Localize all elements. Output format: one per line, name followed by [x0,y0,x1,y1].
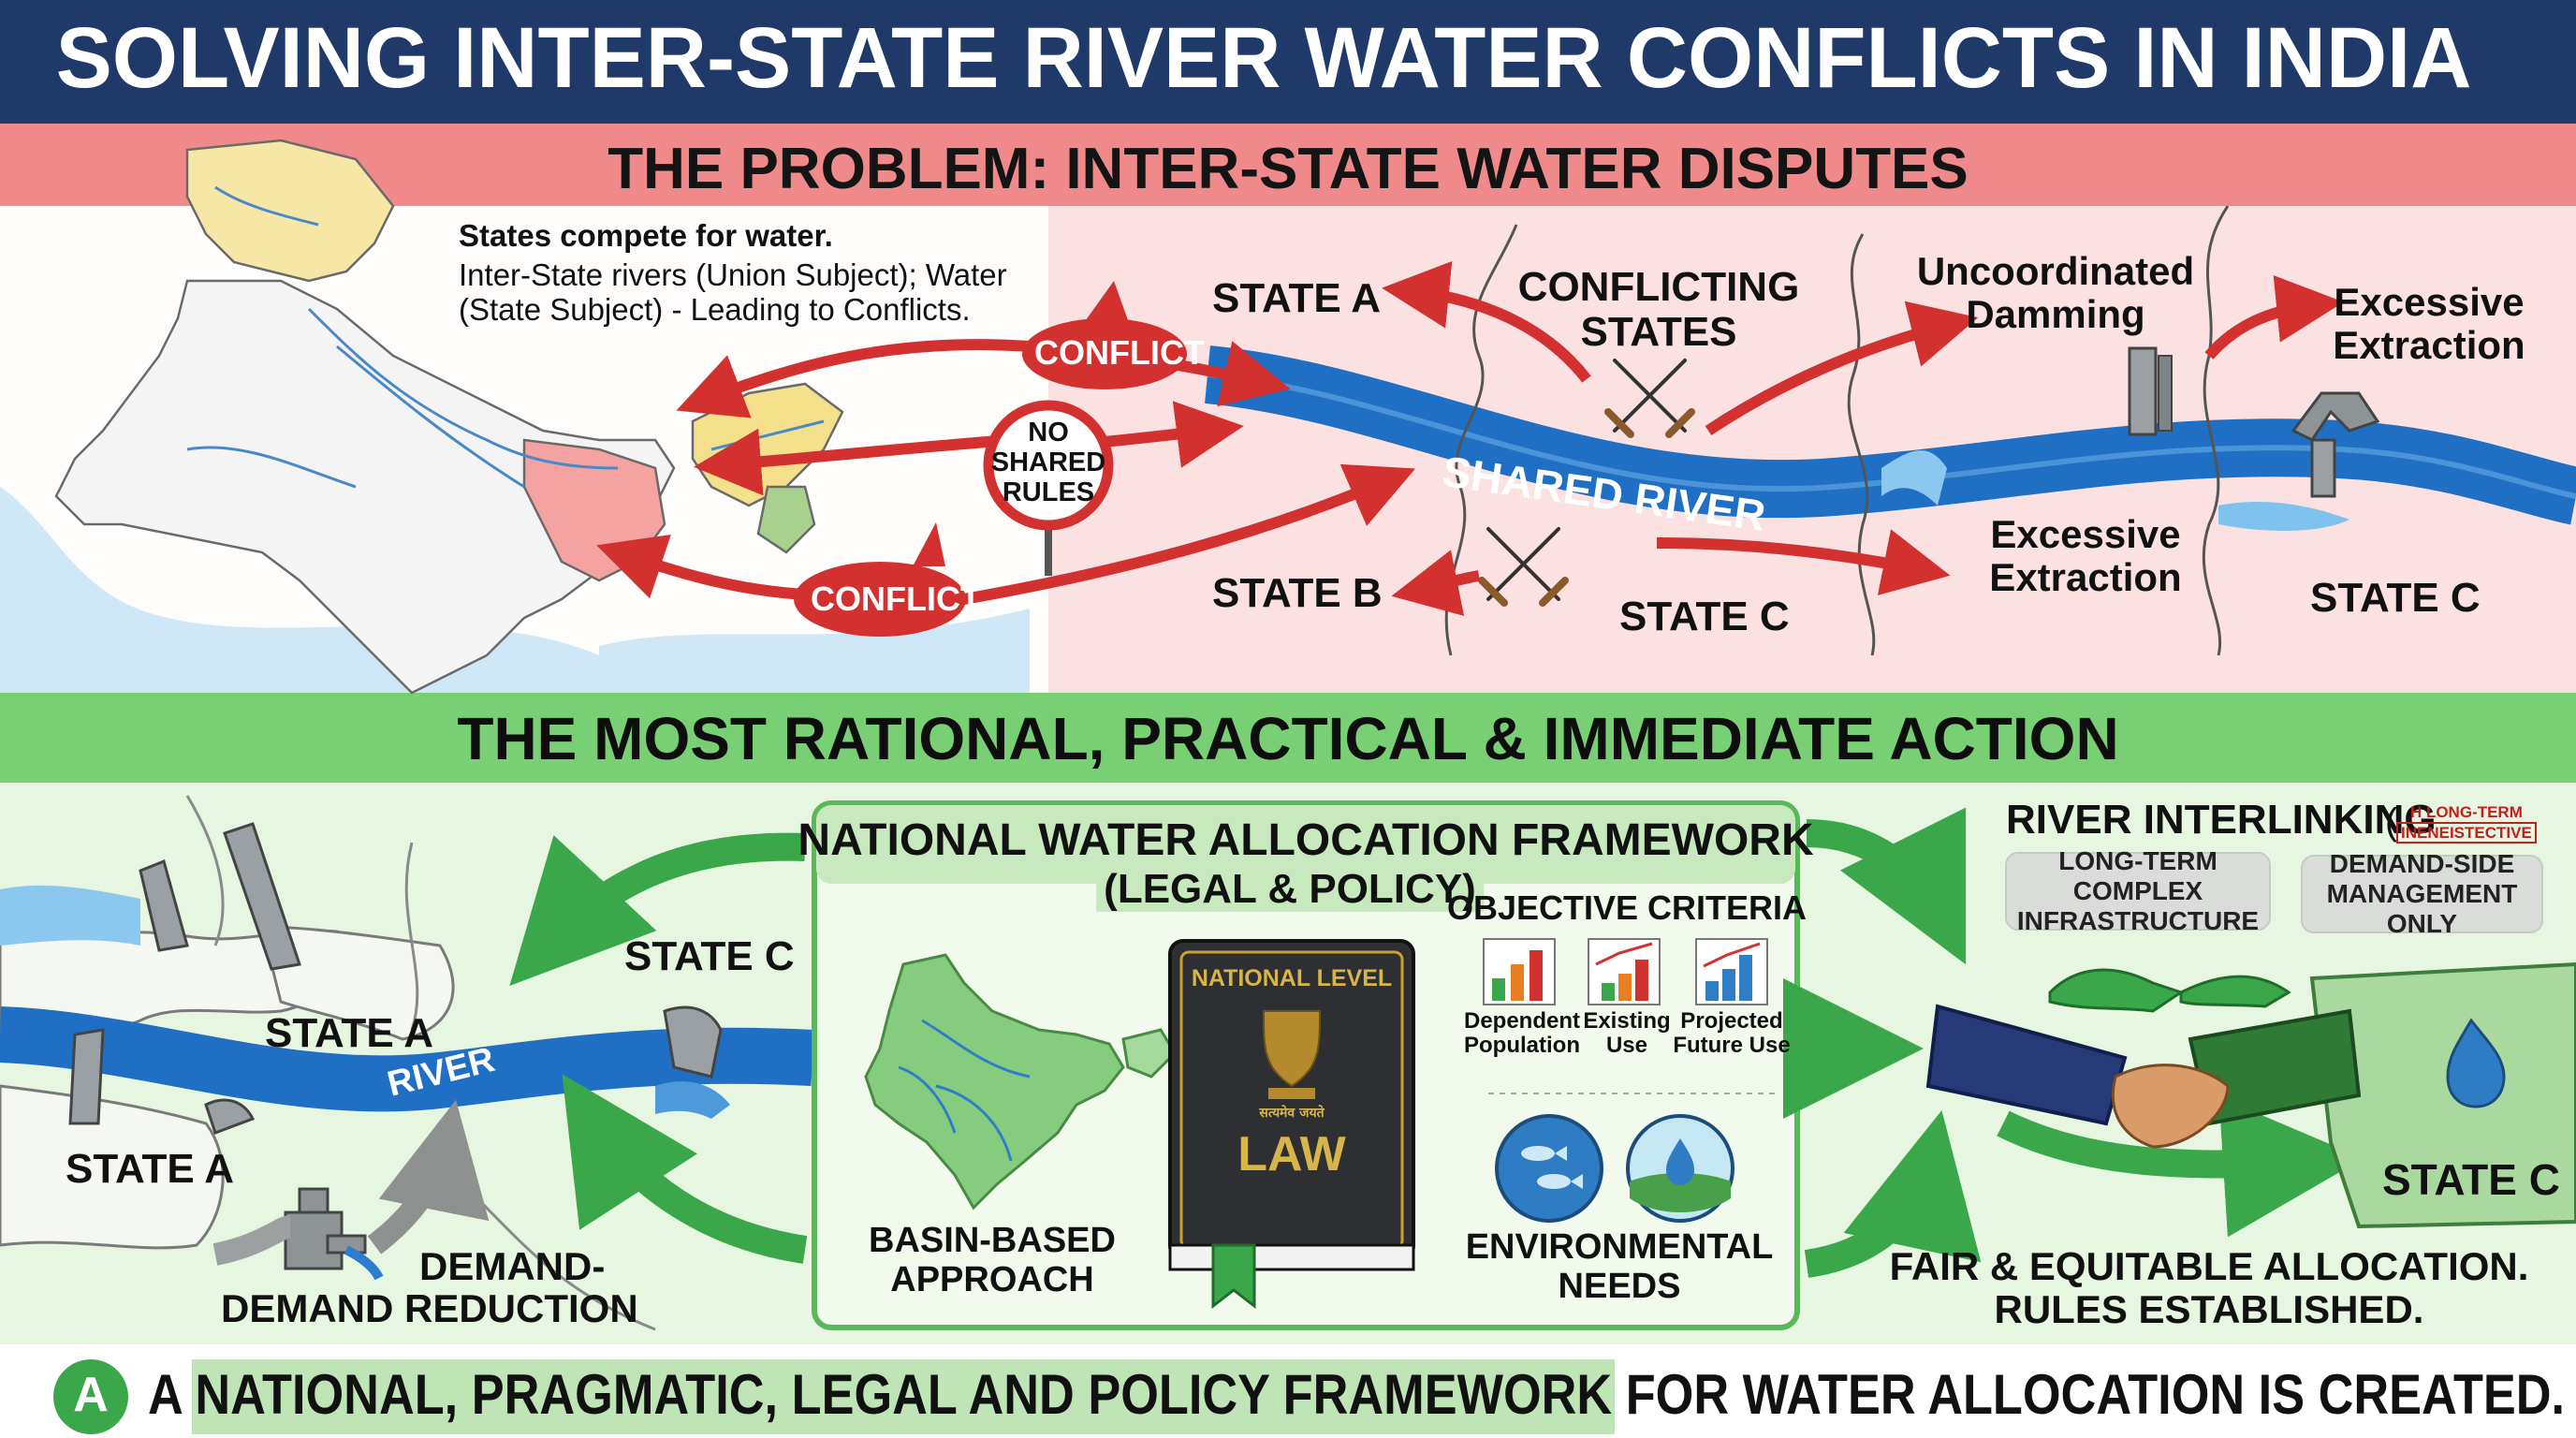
framework-title: NATIONAL WATER ALLOCATION FRAMEWORK [798,815,1814,865]
problem-note-line1: Inter-State rivers (Union Subject); Wate… [459,257,1007,292]
state-a-label: STATE A [1212,275,1382,321]
sea-left [0,487,730,693]
india-map [54,139,844,695]
left-state-c-label: STATE C [624,933,795,979]
footer-badge-circle [53,1359,128,1434]
page-title: SOLVING INTER-STATE RIVER WATER CONFLICT… [55,10,2472,106]
conflict-bubble-bottom [794,522,966,637]
action-header-band [0,693,2576,783]
criteria-title: OBJECTIVE CRITERIA [1446,888,1808,927]
reduction-arrow [367,1099,490,1255]
map-rivers [186,185,825,489]
book-emblem-text: सत्यमेव जयते [1259,1106,1325,1121]
footer-highlight [192,1359,1615,1434]
no-rules-sign [983,400,1114,531]
footer-rest-text: FOR WATER ALLOCATION IS CREATED. [1612,1363,2566,1426]
action-header: THE MOST RATIONAL, PRACTICAL & IMMEDIATE… [457,705,2119,772]
river-interlinking-title: RIVER INTERLINKING [2006,797,2437,843]
reservoir [0,885,140,946]
demand-label-line2: DEMAND REDUCTION [221,1286,638,1330]
book-law-label: LAW [1237,1127,1346,1181]
left-state-a-lower-label: STATE A [66,1146,235,1192]
dam-icon [2128,346,2173,436]
state-c-region [2309,961,2576,1229]
state-b-label: STATE B [1212,570,1383,616]
footer-badge: A [73,1368,109,1422]
small-handshake-icon [2048,968,2291,1013]
criteria-icons [1483,938,1768,1005]
framework-subtitle: (LEGAL & POLICY) [1096,866,1484,913]
problem-note-line2: (State Subject) - Leading to Conflicts. [459,292,971,327]
extraction-pump-icon [2218,391,2380,531]
conflict-label-top: CONFLICT [1034,333,1205,372]
sign-post [1045,524,1052,576]
left-river [0,1006,814,1112]
footer-highlight-text: A NATIONAL, PRAGMATIC, LEGAL AND POLICY … [148,1363,1613,1426]
tap-water [344,1245,384,1281]
framework-title-band [816,805,1795,884]
problem-header-band [0,124,2576,206]
tap-icon [284,1187,367,1270]
pipe [212,1215,293,1266]
water-drop-icon [1626,1114,1734,1223]
fish-icon [1495,1114,1603,1223]
state-c-label-right: STATE C [2310,575,2481,621]
left-dams [68,822,723,1135]
left-terrain [0,925,455,1250]
waterfall-icon [1881,450,1947,506]
shared-river-highlight [1207,372,2576,499]
left-state-a-upper-label: STATE A [265,1010,434,1056]
basin-map-icon [864,953,1177,1211]
law-book-icon [1168,939,1415,1310]
crossed-swords-icon-1 [1604,359,1695,438]
green-arrows [509,807,2364,1278]
crossed-swords-icon-2 [1478,527,1569,607]
interlinking-paren: ( [2385,801,2398,843]
right-state-c-label: STATE C [2382,1155,2560,1204]
state-c-label-mid: STATE C [1619,594,1790,639]
state-c-drop-icon [2446,1018,2506,1108]
fair-allocation-label: FAIR & EQUITABLE ALLOCATION.RULES ESTABL… [1889,1244,2529,1332]
conflict-bubble-top [1022,281,1187,389]
book-top-label: NATIONAL LEVEL [1191,965,1393,991]
footer-statement: A NATIONAL, PRAGMATIC, LEGAL AND POLICY … [148,1364,2565,1426]
problem-note-bold: States compete for water. [459,218,833,253]
title-band [0,0,2576,124]
problem-header: THE PROBLEM: INTER-STATE WATER DISPUTES [607,137,1969,201]
demand-label-line1: DEMAND- [419,1244,606,1288]
handshake-icon [1925,1004,2362,1149]
conflict-label-bottom: CONFLICT [811,580,981,618]
